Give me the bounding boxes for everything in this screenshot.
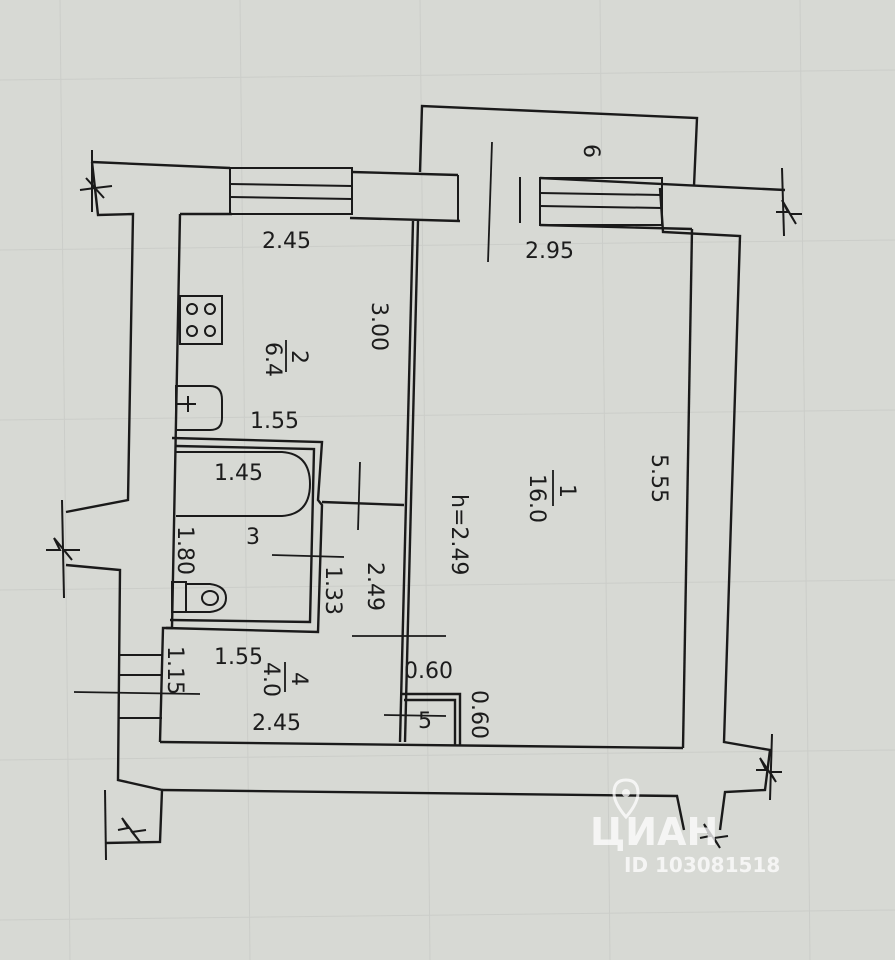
dim-bath-width: 1.80 — [172, 526, 197, 575]
room-4-area: 4.0 — [258, 662, 283, 697]
watermark-brand: ЦИАН — [590, 810, 718, 854]
partition-kitchen-room-a — [398, 220, 415, 743]
dim-room-width: 2.95 — [525, 239, 574, 264]
room-3-number: 3 — [246, 525, 260, 550]
dim-hall-width: 1.55 — [214, 645, 263, 670]
toilet-icon — [171, 581, 228, 613]
dim-hall-depth: 1.15 — [162, 646, 187, 695]
dim-closet-width: 0.60 — [404, 659, 453, 684]
break-marks — [46, 150, 802, 861]
partition-kitchen-room-b — [403, 220, 420, 743]
closet-wall-inner — [404, 698, 457, 745]
room-2-number: 2 — [286, 350, 311, 364]
room-2-area: 6.4 — [260, 342, 285, 377]
dim-hall-bottom: 2.45 — [252, 711, 301, 736]
outer-wall-top — [91, 160, 231, 170]
room-4-number: 4 — [286, 672, 311, 686]
inner-wall-bottom — [159, 740, 684, 750]
window-kitchen — [229, 167, 353, 215]
outer-wall-left-low — [65, 563, 164, 845]
cian-watermark: ЦИАН ID 103081518 — [590, 778, 780, 877]
closet-wall — [400, 692, 462, 745]
dim-corridor-length: 2.49 — [362, 562, 387, 611]
sink-icon — [175, 385, 223, 431]
inner-wall-right — [681, 228, 694, 749]
leader-lines — [73, 141, 493, 717]
dim-ceiling-height: h=2.49 — [446, 494, 471, 575]
outer-wall-left — [65, 161, 135, 514]
outer-wall-top-mid — [351, 170, 459, 177]
balcony-door — [457, 175, 521, 223]
room-6-number: 6 — [578, 144, 603, 158]
walls — [65, 104, 786, 845]
bathtub-icon — [176, 451, 312, 517]
break-mark-right-bottom — [756, 757, 782, 783]
bathroom-wall-outer — [165, 436, 324, 634]
break-mark-bottom-right — [699, 823, 729, 849]
dim-room-length: 5.55 — [646, 454, 671, 503]
room-1-number: 1 — [554, 484, 579, 498]
windows — [118, 167, 663, 719]
dim-kitchen-length: 3.00 — [366, 302, 391, 351]
dim-kitchen-width: 2.45 — [262, 229, 311, 254]
dim-kitchen-inner: 1.55 — [250, 409, 299, 434]
dim-bath-length: 1.45 — [214, 461, 263, 486]
entrance-door — [118, 654, 162, 719]
room-1-area: 16.0 — [524, 474, 549, 523]
watermark-id: ID 103081518 — [624, 853, 780, 877]
location-pin-icon — [612, 778, 640, 820]
stove-icon — [179, 295, 223, 345]
outer-wall-bottom — [161, 788, 686, 831]
balcony-outline — [418, 104, 699, 187]
inner-wall-top-2 — [349, 216, 461, 223]
break-mark-right-top — [776, 199, 802, 225]
room-5-number: 5 — [418, 709, 432, 734]
dim-bath-side: 1.33 — [320, 566, 345, 615]
corridor-jamb — [321, 500, 405, 507]
bathroom-wall-inner — [169, 444, 316, 624]
fraction-bars — [284, 340, 554, 692]
window-room — [539, 177, 663, 226]
outer-wall-right — [658, 187, 772, 831]
dim-closet-depth: 0.60 — [466, 690, 491, 739]
break-mark-bottom-left — [117, 817, 147, 843]
